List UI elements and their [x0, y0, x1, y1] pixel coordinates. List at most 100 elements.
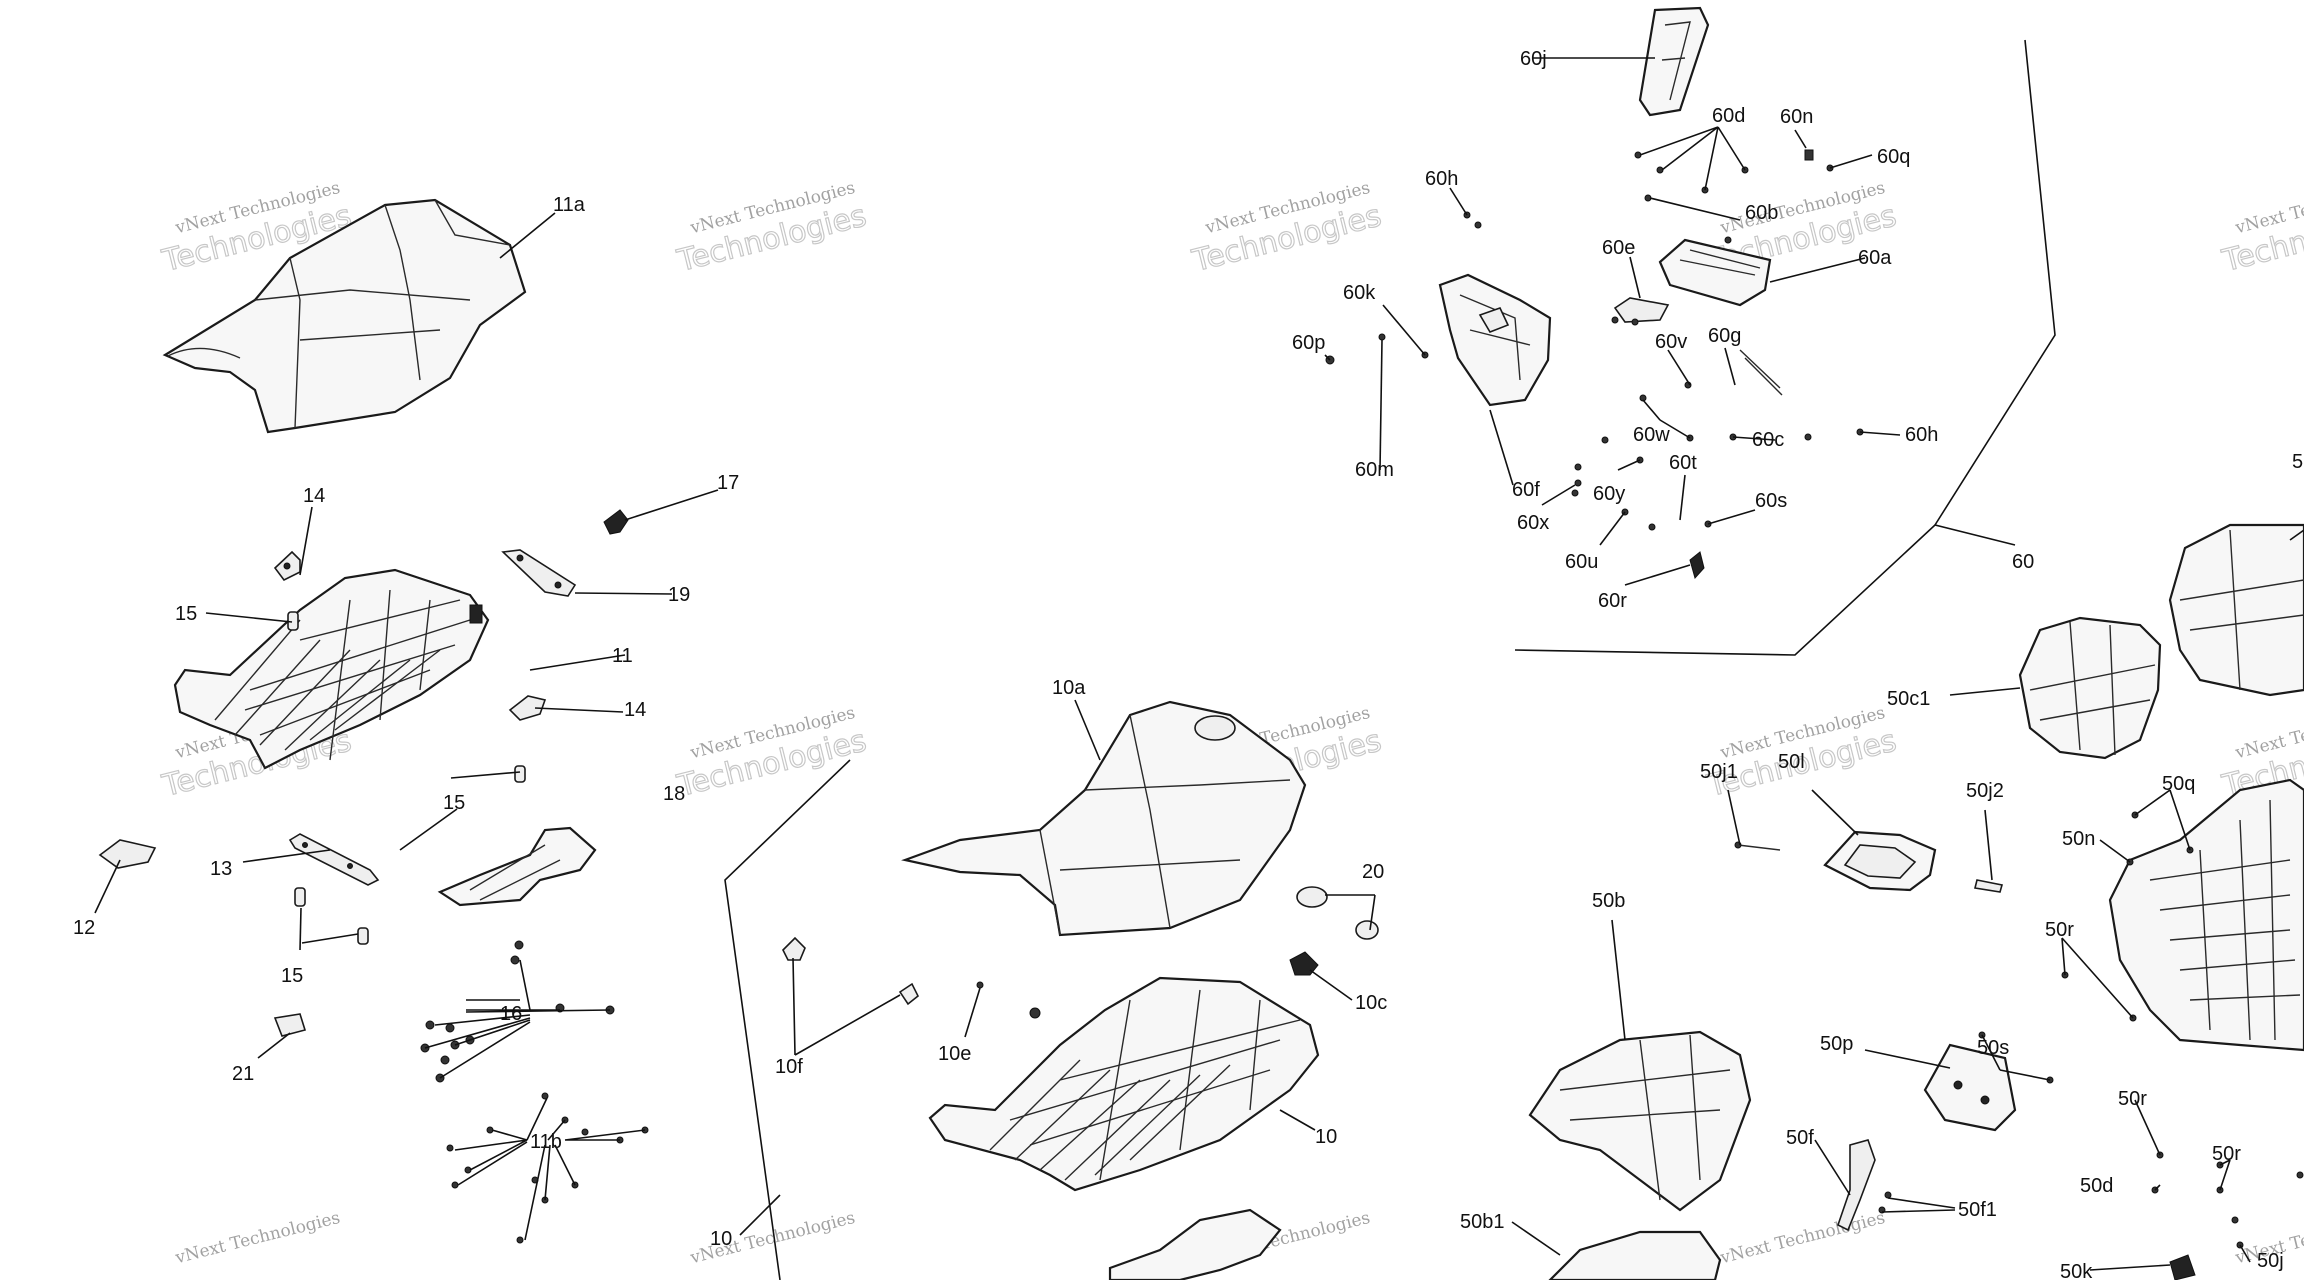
- latch-10c: [1289, 951, 1319, 976]
- seat-cushion-10a: [901, 700, 1307, 937]
- callout-60p: 60p: [1292, 332, 1325, 354]
- spacer-15b: [514, 765, 526, 783]
- svg-text:vNext Technologies: vNext Technologies: [1717, 1208, 1887, 1269]
- callout-15: 15: [443, 792, 465, 814]
- strap-13: [288, 833, 380, 886]
- bracket-60e: [1613, 297, 1670, 323]
- callout-14: 14: [624, 699, 646, 721]
- bracket-14a: [273, 550, 301, 582]
- callout-20: 20: [1362, 861, 1384, 883]
- callout-60s: 60s: [1755, 490, 1787, 512]
- callout-50r: 50r: [2212, 1143, 2241, 1165]
- nuts-16: [420, 940, 615, 1083]
- callout-60x: 60x: [1517, 512, 1549, 534]
- callout-60v: 60v: [1655, 331, 1687, 353]
- callout-11b: 11b: [530, 1131, 562, 1153]
- callout-60m: 60m: [1355, 459, 1394, 481]
- leader-lines: [94, 39, 2304, 1280]
- callout-50d: 50d: [2080, 1175, 2113, 1197]
- plate-60j: [1638, 6, 1710, 117]
- spacer-15c: [294, 887, 369, 945]
- watermark: vNext Technologies Technologies: [673, 703, 871, 805]
- callout-5: 5: [2292, 451, 2303, 473]
- callout-50n: 50n: [2062, 828, 2095, 850]
- seat-base-11: [173, 568, 490, 770]
- watermark: vNext Technologies Technologies: [2218, 178, 2304, 280]
- callout-50q: 50q: [2162, 773, 2195, 795]
- cushion-50b: [1528, 1030, 1752, 1212]
- bracket-50f: [1837, 1139, 1876, 1232]
- callout-19: 19: [668, 584, 690, 606]
- seat-cushion-11a: [162, 198, 527, 434]
- callout-60d: 60d: [1712, 105, 1745, 127]
- callout-50b1: 50b1: [1460, 1211, 1505, 1233]
- pin-50j1: [1734, 841, 1781, 851]
- callout-15: 15: [175, 603, 197, 625]
- callout-60h: 60h: [1905, 424, 1938, 446]
- callout-labels: 11a 14 17 15 19 11 14 18 15 13 12 15 16 …: [73, 48, 2303, 1280]
- callout-50j: 50j: [2257, 1250, 2284, 1272]
- callout-60n: 60n: [1780, 106, 1813, 128]
- callout-18: 18: [663, 783, 685, 805]
- callout-16: 16: [500, 1003, 522, 1025]
- grommets-20: [1296, 886, 1379, 940]
- callout-60b: 60b: [1745, 202, 1778, 224]
- frame-50l: [1823, 830, 1937, 892]
- callout-50j2: 50j2: [1966, 780, 2004, 802]
- callout-10: 10: [710, 1228, 732, 1250]
- callout-50k: 50k: [2060, 1261, 2093, 1280]
- callout-60h: 60h: [1425, 168, 1458, 190]
- callout-50s: 50s: [1977, 1037, 2009, 1059]
- seat-frame-50: [2108, 778, 2304, 1052]
- callout-10: 10: [1315, 1126, 1337, 1148]
- callout-50f1: 50f1: [1958, 1199, 1997, 1221]
- callout-50c1: 50c1: [1887, 688, 1930, 710]
- heat-shield-18: [437, 826, 597, 907]
- callout-60t: 60t: [1669, 452, 1697, 474]
- mount-50k: [2169, 1254, 2196, 1280]
- callout-13: 13: [210, 858, 232, 880]
- callout-50j1: 50j1: [1700, 761, 1738, 783]
- callout-50r: 50r: [2045, 919, 2074, 941]
- callout-60k: 60k: [1343, 282, 1376, 304]
- callout-60e: 60e: [1602, 237, 1635, 259]
- callout-17: 17: [717, 472, 739, 494]
- backrest-50c1: [2018, 616, 2162, 760]
- pin-50j2: [1974, 879, 2004, 893]
- plate-19: [501, 549, 577, 597]
- watermark: vNext Technologies Technologies: [1188, 178, 1386, 280]
- callout-60c: 60c: [1752, 429, 1784, 451]
- callout-10c: 10c: [1355, 992, 1387, 1014]
- callout-60w: 60w: [1633, 424, 1670, 446]
- rods-60g: [1739, 349, 1783, 396]
- callout-21: 21: [232, 1063, 254, 1085]
- callout-60u: 60u: [1565, 551, 1598, 573]
- callout-14: 14: [303, 485, 325, 507]
- callout-50p: 50p: [1820, 1033, 1853, 1055]
- bracket-60a: [1658, 238, 1772, 307]
- callout-60a: 60a: [1858, 247, 1892, 269]
- callout-60j: 60j: [1520, 48, 1547, 70]
- hinge-12: [98, 839, 157, 869]
- screws-10e: [976, 981, 1041, 1019]
- bracket-14b: [508, 695, 547, 721]
- callout-60y: 60y: [1593, 483, 1625, 505]
- latch-17: [603, 509, 629, 535]
- watermark: vNext Technologies Technologies: [673, 178, 871, 280]
- watermark: vNext Technologies: [172, 1208, 342, 1269]
- callout-60: 60: [2012, 551, 2034, 573]
- backrest-60k: [1438, 273, 1552, 407]
- callout-12: 12: [73, 917, 95, 939]
- label-21: [273, 1013, 307, 1037]
- callout-50b: 50b: [1592, 890, 1625, 912]
- watermark: vNext Technologies: [1717, 1208, 1887, 1269]
- backrest-50-rear: [2168, 523, 2304, 697]
- callout-10e: 10e: [938, 1043, 971, 1065]
- callout-60r: 60r: [1598, 590, 1627, 612]
- clips-10f: [782, 936, 920, 1006]
- callout-60f: 60f: [1512, 479, 1540, 501]
- callout-10a: 10a: [1052, 677, 1086, 699]
- callout-60q: 60q: [1877, 146, 1910, 168]
- cushion-50b1: [1548, 1230, 1722, 1280]
